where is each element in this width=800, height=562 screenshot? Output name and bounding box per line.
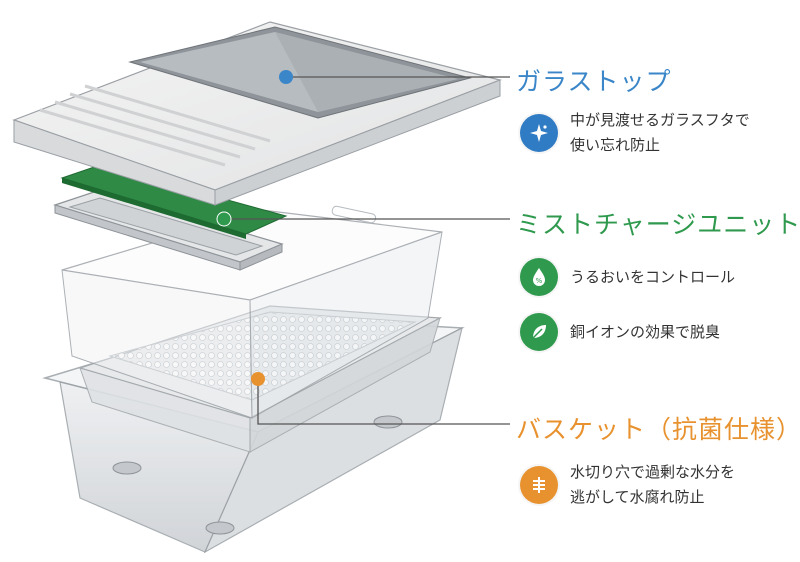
basket-feature-line-2: 逃がして水腐れ防止 [570, 488, 705, 506]
mist-charge-unit-title: ミストチャージユニット [516, 210, 800, 239]
mist-feature-1-line: うるおいをコントロール [570, 267, 736, 286]
sparkle-icon [520, 114, 558, 152]
deodorize-leaf-icon [520, 313, 558, 351]
mist-feature-humidity: % うるおいをコントロール [520, 258, 735, 296]
mist-callout [216, 211, 510, 227]
glass-callout [279, 70, 510, 84]
glass-feature-visibility: 中が見渡せるガラスフタで 使い忘れ防止 [520, 108, 750, 158]
basket-title: バスケット（抗菌仕様） [516, 415, 800, 444]
glass-top-title: ガラストップ [516, 67, 672, 96]
svg-text:%: % [536, 277, 543, 285]
mist-feature-2-line: 銅イオンの効果で脱臭 [570, 322, 721, 341]
humidity-droplet-icon: % [520, 258, 558, 296]
glass-lid [12, 21, 502, 206]
glass-feature-line-2: 使い忘れ防止 [570, 136, 661, 154]
mist-feature-deodorize: 銅イオンの効果で脱臭 [520, 313, 720, 351]
drain-icon [520, 466, 558, 504]
basket-callout [251, 372, 510, 425]
basket-feature-drain: 水切り穴で過剰な水分を 逃がして水腐れ防止 [520, 460, 735, 510]
basket-feature-line-1: 水切り穴で過剰な水分を [570, 463, 736, 481]
glass-feature-line-1: 中が見渡せるガラスフタで [570, 111, 750, 129]
